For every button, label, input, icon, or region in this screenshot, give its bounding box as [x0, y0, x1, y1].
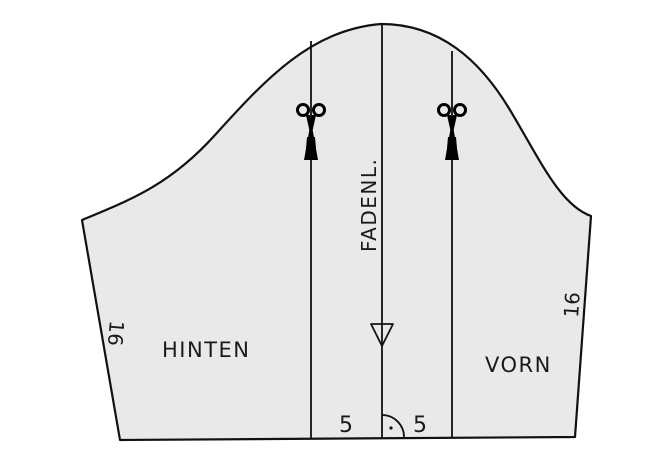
right-angle-icon	[381, 414, 405, 438]
grainline-label: FADENL.	[357, 158, 381, 252]
triangle-down-icon	[370, 323, 394, 347]
scissors-icon	[437, 103, 467, 160]
left-seam-length-label: 16	[103, 320, 129, 347]
sleeve-outline	[80, 22, 593, 442]
scissors-icon	[296, 103, 326, 160]
right-angle-dot	[389, 426, 393, 430]
front-label: VORN	[485, 353, 552, 377]
left-hem-width-label: 5	[339, 413, 353, 438]
right-seam-length-label: 16	[559, 291, 585, 318]
right-hem-width-label: 5	[413, 413, 427, 438]
back-label: HINTEN	[162, 338, 251, 362]
